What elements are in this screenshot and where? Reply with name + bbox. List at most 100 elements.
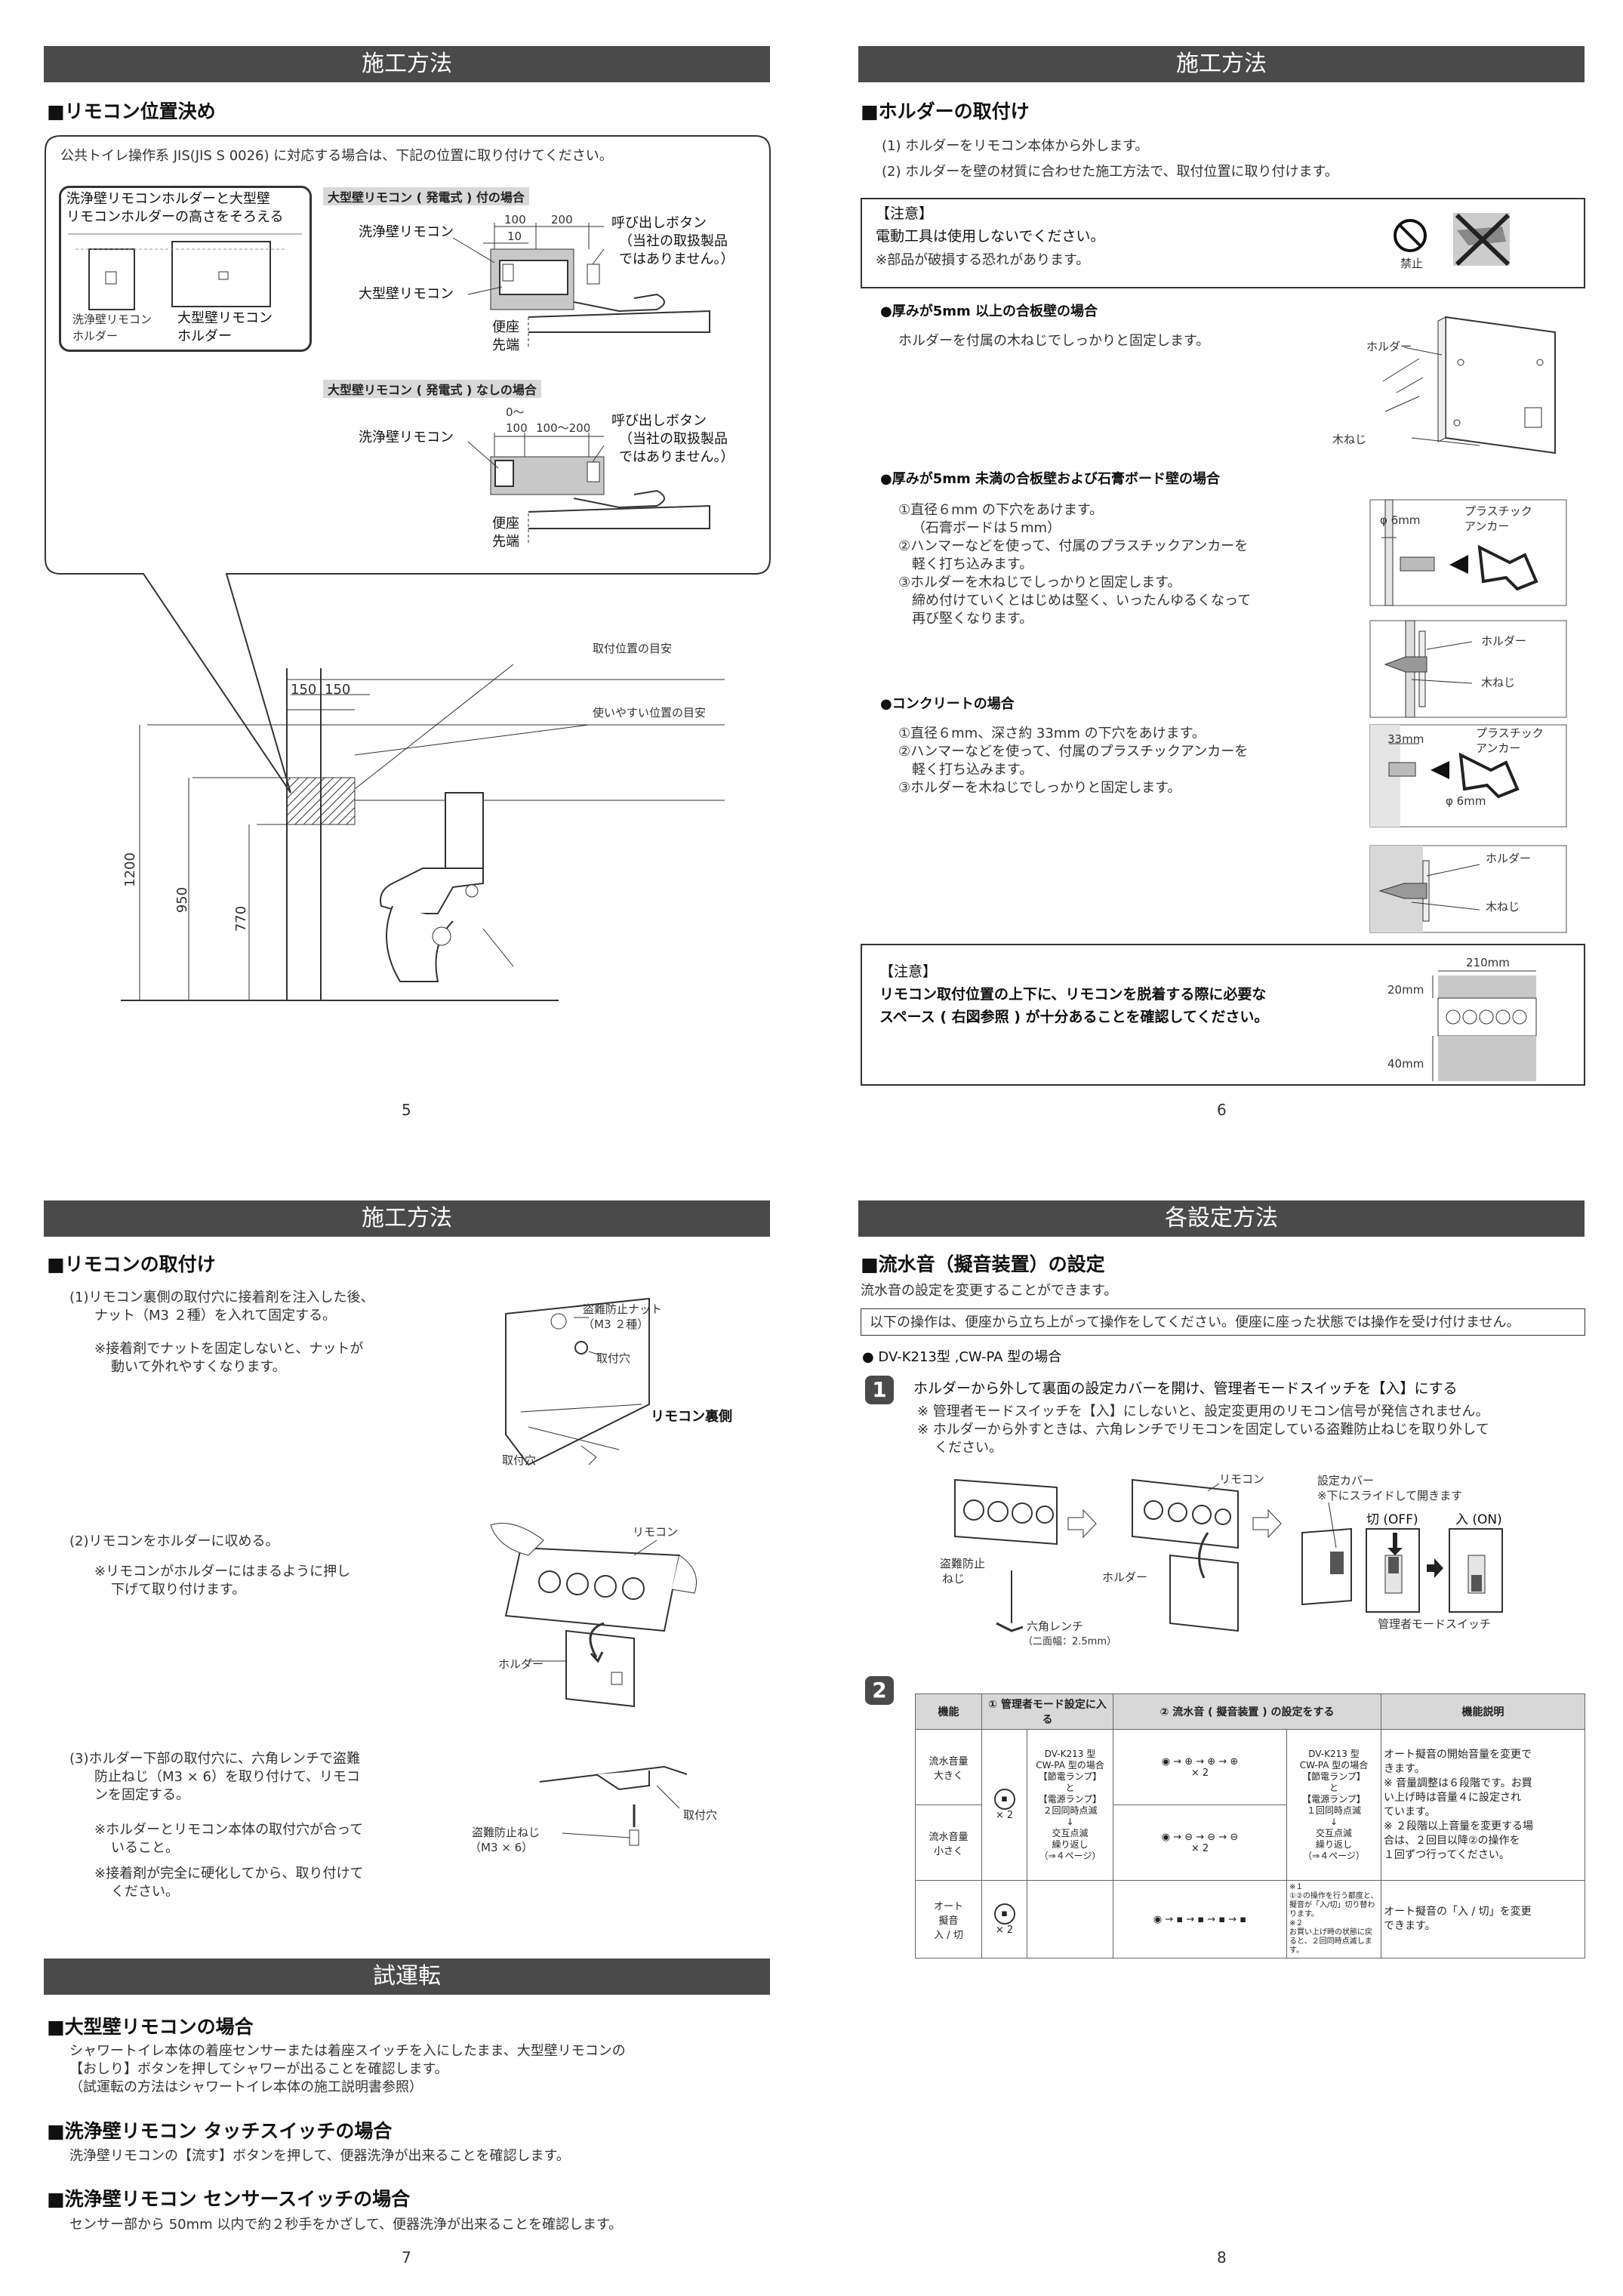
page5-dim-10: 10 xyxy=(507,230,522,243)
th-func: 機能 xyxy=(915,1693,982,1730)
page5-seat-1a: 便座 xyxy=(492,319,519,335)
page5-seat-1b: 便座 xyxy=(492,516,519,532)
page6-page-number: 6 xyxy=(1217,1101,1227,1119)
mode-button-cell: ▪× 2 xyxy=(981,1729,1027,1881)
page5-inset-title-1: 洗浄壁リモコンホルダーと大型壁 xyxy=(66,191,270,207)
page7-page-number: 7 xyxy=(402,2248,411,2267)
th-mode: ① 管理者モード設定に入る xyxy=(981,1693,1113,1730)
page5-inset-label-b2: ホルダー xyxy=(177,328,232,344)
page6-case-c-2: ②ハンマーなどを使って、付属のプラスチックアンカーを xyxy=(898,744,1249,760)
page5-case1-drawing xyxy=(452,223,710,347)
page6-prohibit-label: 禁止 xyxy=(1400,257,1424,270)
page7-s3-c: ンを固定する。 xyxy=(94,1787,189,1803)
page5-intro: 公共トイレ操作系 JIS(JIS S 0026) に対応する場合は、下記の位置に… xyxy=(60,148,613,164)
page5-inset-label-a1: 洗浄壁リモコン xyxy=(72,313,152,326)
page6-holder-drawing xyxy=(1382,316,1556,455)
page6-anchor-drawings xyxy=(1369,499,1567,933)
page8-cover-2: ※下にスライドして開きます xyxy=(1317,1489,1463,1502)
page7-section-title: ■リモコンの取付け xyxy=(47,1253,216,1275)
page7-t3-title: ■洗浄壁リモコン センサースイッチの場合 xyxy=(47,2188,411,2210)
page8-hex-1: 六角レンチ xyxy=(1027,1620,1084,1633)
page8-step1: ホルダーから外して裏面の設定カバーを開け、管理者モードスイッチを【入】にする xyxy=(913,1380,1458,1397)
page7-screw-2: （M3 × 6） xyxy=(470,1841,534,1854)
page6-phi6-a: φ 6mm xyxy=(1380,513,1421,527)
page7-hole-2: 取付穴 xyxy=(502,1453,537,1467)
page7-s1-b: ナット（M3 ２種）を入れて固定する。 xyxy=(94,1308,337,1324)
page5-guide-easy: 使いやすい位置の目安 xyxy=(593,706,707,720)
page7-t1-c: （試運転の方法はシャワートイレ本体の施工説明書参照） xyxy=(69,2079,423,2095)
page6-plastic-2b: アンカー xyxy=(1476,741,1521,755)
page7-remote-back: リモコン裏側 xyxy=(651,1409,732,1425)
page6-case-c-title: ●コンクリートの場合 xyxy=(880,696,1015,712)
page5-dim-100: 100 xyxy=(504,213,526,227)
page7-hole-3: 取付穴 xyxy=(683,1808,718,1822)
page7-s2: (2)リモコンをホルダーに収める。 xyxy=(69,1533,279,1549)
page5-inset-label-b1: 大型壁リモコン xyxy=(177,310,273,326)
page6-case-b-2: ②ハンマーなどを使って、付属のプラスチックアンカーを xyxy=(898,538,1249,554)
page6-holder-label-a: ホルダー xyxy=(1366,340,1412,353)
page5-call-btn-2b: （当社の取扱製品 xyxy=(619,431,728,447)
page8-header: 各設定方法 xyxy=(858,1200,1585,1237)
page6-holder-label-b: ホルダー xyxy=(1481,634,1527,648)
page7-s1-a: (1)リモコン裏側の取付穴に接着剤を注入した後、 xyxy=(69,1290,374,1305)
page6-caution2-box xyxy=(861,944,1585,1086)
page6-case-b-3c: 再び堅くなります。 xyxy=(912,611,1033,627)
page7-remote-back-drawing xyxy=(505,1297,650,1466)
page7-s2-n2: 下げて取り付けます。 xyxy=(111,1582,246,1598)
page6-step1: (1) ホルダーをリモコン本体から外します。 xyxy=(882,138,1149,154)
page7-nut-2: （M3 ２種） xyxy=(583,1318,649,1331)
page6-case-b-3: ③ホルダーを木ねじでしっかりと固定します。 xyxy=(898,575,1181,590)
page8-step1-drawing xyxy=(954,1478,1503,1632)
page5-guide-install: 取付位置の目安 xyxy=(593,642,673,655)
page6-phi6-b: φ 6mm xyxy=(1446,794,1486,808)
page5-inset-box xyxy=(59,186,312,352)
page6-caution-box xyxy=(861,198,1585,288)
page5-call-btn-3b: ではありません。） xyxy=(619,449,735,465)
page6-holder-label-c: ホルダー xyxy=(1486,852,1532,865)
page8-on: 入 (ON) xyxy=(1455,1512,1502,1527)
page6-screw-label-a: 木ねじ xyxy=(1332,433,1367,446)
settings-table: 機能 ① 管理者モード設定に入る ② 流水音 ( 擬音装置 ) の設定をする 機… xyxy=(915,1693,1585,1959)
page6-dim-33: 33mm xyxy=(1387,732,1424,746)
page8-anti-2: ねじ xyxy=(942,1572,965,1586)
page6-section-title: ■ホルダーの取付け xyxy=(861,100,1030,122)
r1-func: 流水音量大きく xyxy=(915,1729,982,1805)
page8-step1-n1: ※ 管理者モードスイッチを【入】にしないと、設定変更用のリモコン信号が発信されま… xyxy=(917,1404,1489,1419)
page6-case-b-3b: 締め付けていくとはじめは堅く、いったんゆるくなって xyxy=(912,593,1252,609)
page6-plastic-1a: プラスチック xyxy=(1464,504,1532,518)
page7-remocon-label: リモコン xyxy=(633,1525,679,1539)
page6-dim-20: 20mm xyxy=(1387,983,1424,997)
page8-note-text: 以下の操作は、便座から立ち上がって操作をしてください。便座に座った状態では操作を… xyxy=(870,1314,1520,1330)
page7-s3-n4: ください。 xyxy=(111,1884,179,1900)
page5-call-btn-2a: （当社の取扱製品 xyxy=(619,233,728,249)
page7-screw-1: 盗難防止ねじ xyxy=(472,1826,540,1839)
page7-s3-n2: いること。 xyxy=(111,1840,179,1856)
page8-holder: ホルダー xyxy=(1102,1570,1148,1584)
page6-case-c-3: ③ホルダーを木ねじでしっかりと固定します。 xyxy=(898,780,1181,796)
page5-label-wash-remote-2: 洗浄壁リモコン xyxy=(359,430,454,445)
page6-case-b-title: ●厚みが5mm 未満の合板壁および石膏ボード壁の場合 xyxy=(880,471,1221,487)
page7-header: 施工方法 xyxy=(44,1200,770,1237)
page5-label-big-remote: 大型壁リモコン xyxy=(359,286,454,302)
page8-section-title: ■流水音（擬音装置）の設定 xyxy=(861,1253,1105,1275)
r2-func: 流水音量小さく xyxy=(915,1804,982,1881)
th-set: ② 流水音 ( 擬音装置 ) の設定をする xyxy=(1113,1693,1381,1730)
page6-step2: (2) ホルダーを壁の材質に合わせた施工方法で、取付位置に取り付けます。 xyxy=(882,164,1338,180)
page6-dim-40: 40mm xyxy=(1387,1057,1424,1071)
page5-call-btn-3a: ではありません。） xyxy=(619,251,735,267)
page5-page-number: 5 xyxy=(402,1101,411,1119)
page6-case-c-2b: 軽く打ち込みます。 xyxy=(912,762,1033,778)
r1-sequence: ◉ → ⊕ → ⊕ → ⊕ × 2 xyxy=(1113,1729,1287,1805)
page7-t2-title: ■洗浄壁リモコン タッチスイッチの場合 xyxy=(47,2120,393,2142)
page7-t3-a: センサー部から 50mm 以内で約２秒手をかざして、便器洗浄が出来ることを確認し… xyxy=(69,2217,623,2233)
page6-case-a-text: ホルダーを付属の木ねじでしっかりと固定します。 xyxy=(898,333,1210,349)
r1-desc: オート擬音の開始音量を変更できます。※ 音量調整は６段階です。お買い上げ時は音量… xyxy=(1381,1729,1585,1881)
page5-dim-0: 0～ xyxy=(506,405,525,419)
page6-caution-sub: ※部品が破損する恐れがあります。 xyxy=(876,252,1090,268)
page7-s3-n3: ※接着剤が完全に硬化してから、取り付けて xyxy=(94,1866,364,1881)
page6-case-b-1b: （石膏ボードは５mm） xyxy=(912,520,1061,536)
page5-section-title: ■リモコン位置決め xyxy=(47,100,216,122)
